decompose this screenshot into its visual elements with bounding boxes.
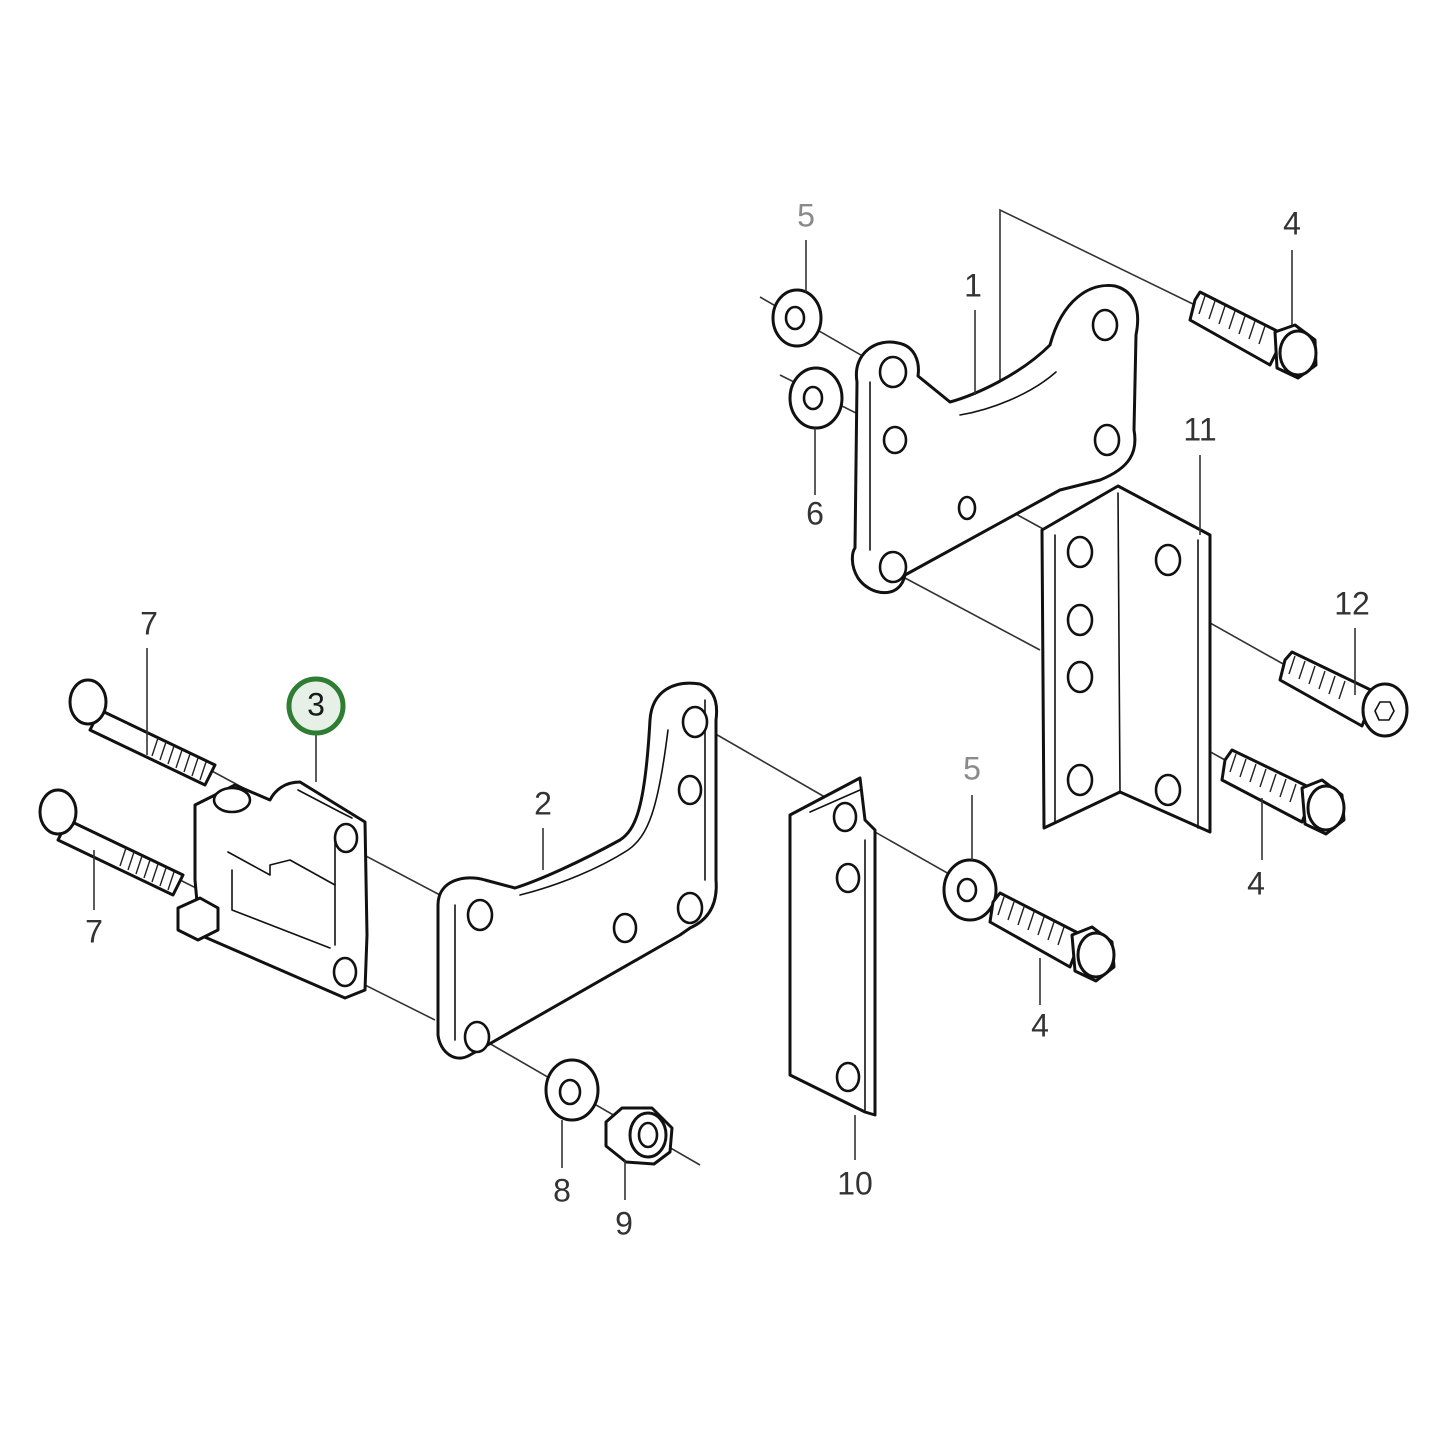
part-labels: 5 4 1 11 6 12 7 3 5 2 4 7 4 10 8 9 [85, 197, 1370, 1241]
part-3-hinge-block [176, 780, 369, 1000]
part-2-lower-plate [436, 681, 719, 1060]
label-part-8: 8 [553, 1172, 571, 1208]
part-4-bolt-right [1220, 748, 1346, 836]
part-11-angle-bracket [1040, 484, 1212, 834]
callout-circle[interactable] [286, 676, 346, 736]
part-4-bolt-top [1188, 290, 1318, 380]
label-part-11: 11 [1183, 411, 1216, 447]
label-part-3: 3 [307, 686, 325, 722]
part-7-bolt-top [68, 678, 217, 787]
part-4-bolt-bottom [988, 891, 1116, 983]
label-leaders [93, 240, 1356, 1200]
callout-part-3[interactable]: 3 [286, 676, 346, 736]
part-8-washer [544, 1058, 600, 1122]
label-part-12: 12 [1334, 585, 1370, 621]
label-part-2: 2 [534, 785, 552, 821]
label-part-1: 1 [964, 267, 982, 303]
part-9-nut [604, 1106, 674, 1166]
label-part-5-mid: 5 [963, 750, 981, 786]
label-part-7-top: 7 [140, 605, 158, 641]
label-part-10: 10 [837, 1165, 873, 1201]
part-12-cap-screw [1278, 650, 1409, 738]
label-part-9: 9 [615, 1205, 633, 1241]
part-6-washer [788, 366, 844, 430]
label-part-4-right: 4 [1247, 865, 1265, 901]
part-5-washer-top [771, 288, 823, 348]
part-7-bolt-bottom [38, 788, 185, 897]
label-part-4-bottom: 4 [1031, 1007, 1049, 1043]
label-part-4-top: 4 [1283, 205, 1301, 241]
part-10-angle-bracket [788, 776, 877, 1117]
part-5-washer-mid [942, 858, 998, 922]
label-part-5-top: 5 [797, 197, 815, 233]
part-1-upper-plate [850, 283, 1140, 594]
label-part-7-bottom: 7 [85, 913, 103, 949]
label-part-6: 6 [806, 495, 824, 531]
